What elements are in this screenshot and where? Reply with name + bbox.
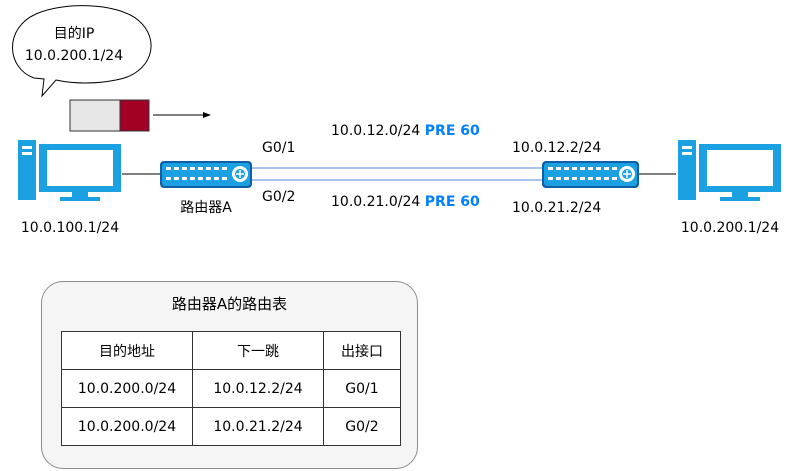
packet: [69, 99, 211, 132]
callout-line1: 目的IP: [54, 26, 95, 42]
row1-destination: 10.0.200.0/24: [61, 369, 193, 408]
callout-bubble: [12, 5, 152, 98]
upper-link-pre: PRE 60: [425, 123, 480, 139]
routing-table-header-row: 目的地址 下一跳 出接口: [61, 331, 401, 370]
row2-out-interface: G0/2: [323, 407, 401, 446]
router-b-ip-upper: 10.0.12.2/24: [512, 140, 601, 156]
lower-link-pre: PRE 60: [425, 194, 480, 210]
host-right-ip: 10.0.200.1/24: [681, 220, 779, 236]
host-right-pc-icon: [678, 140, 781, 201]
router-a-icon: [160, 161, 252, 188]
host-left-ip: 10.0.100.1/24: [21, 220, 119, 236]
router-a-if-lower: G0/2: [262, 189, 295, 205]
header-next-hop: 下一跳: [192, 331, 324, 370]
host-left-pc-icon: [18, 140, 121, 201]
router-b-ip-lower: 10.0.21.2/24: [512, 200, 601, 216]
header-destination: 目的地址: [61, 331, 193, 370]
links: [122, 167, 676, 181]
table-row: 10.0.200.0/24 10.0.21.2/24 G0/2: [61, 407, 401, 446]
router-a-name: 路由器A: [180, 200, 232, 216]
packet-body: [69, 99, 121, 132]
header-out-interface: 出接口: [323, 331, 401, 370]
callout-line2: 10.0.200.1/24: [25, 48, 123, 64]
row1-next-hop: 10.0.12.2/24: [192, 369, 324, 408]
router-b-icon: [542, 161, 639, 188]
row1-out-interface: G0/1: [323, 369, 401, 408]
packet-header: [119, 99, 150, 132]
lower-link-network: 10.0.21.0/24: [331, 194, 420, 210]
table-row: 10.0.200.0/24 10.0.12.2/24 G0/1: [61, 369, 401, 408]
routing-table-title: 路由器A的路由表: [171, 295, 288, 313]
row2-destination: 10.0.200.0/24: [61, 407, 193, 446]
lower-link-label: 10.0.21.0/24 PRE 60: [331, 194, 480, 210]
upper-link-label: 10.0.12.0/24 PRE 60: [331, 123, 480, 139]
routing-table: 目的地址 下一跳 出接口 10.0.200.0/24 10.0.12.2/24 …: [61, 331, 401, 446]
row2-next-hop: 10.0.21.2/24: [192, 407, 324, 446]
upper-link-network: 10.0.12.0/24: [331, 123, 420, 139]
router-a-if-upper: G0/1: [262, 140, 295, 156]
destination-ip-callout: 目的IP 10.0.200.1/24: [12, 5, 152, 98]
